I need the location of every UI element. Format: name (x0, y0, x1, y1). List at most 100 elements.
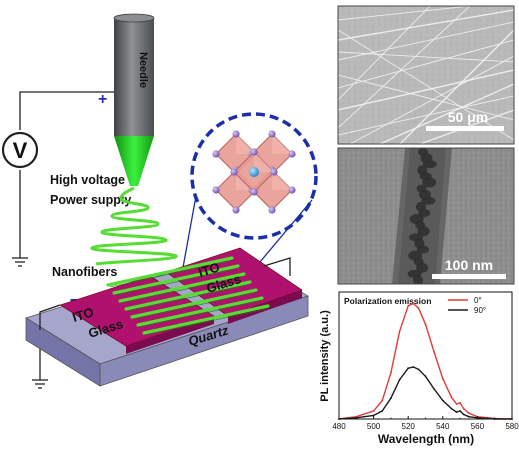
data-point (441, 377, 444, 380)
y-axis-label: PL intensity (a.u.) (319, 310, 331, 402)
data-point (407, 367, 410, 370)
chart-series (338, 302, 513, 420)
data-point (372, 410, 375, 412)
data-point (390, 397, 392, 400)
data-point (459, 401, 461, 404)
data-point (381, 399, 384, 402)
sem-fiber-line (338, 39, 514, 89)
data-point (398, 378, 401, 381)
tem-nanocrystal (417, 226, 430, 237)
sem-fiber-line (338, 9, 514, 41)
aligned-nanofibers (106, 256, 270, 335)
tem-nanocrystal (416, 262, 429, 273)
tem-nanocrystal (413, 275, 423, 284)
center-cation-atom (249, 167, 259, 177)
data-point (467, 412, 470, 415)
data-point (372, 414, 375, 417)
halide-atom (232, 206, 240, 214)
data-point (462, 413, 465, 416)
tem-scale-label: 100 nm (445, 257, 493, 273)
needle-tip (114, 136, 154, 186)
perovskite-crystal (212, 130, 296, 214)
data-point (424, 375, 427, 378)
tem-nanocrystal (422, 160, 437, 169)
legend-label: 90° (474, 306, 486, 315)
data-point (450, 396, 453, 398)
halide-atom (268, 206, 276, 214)
data-point (407, 305, 410, 307)
sem-fiber-line (379, 83, 514, 144)
polarity-plus-sign: + (98, 91, 107, 108)
ground-symbol-bottom (32, 379, 48, 389)
data-point (412, 302, 415, 305)
voltmeter-symbol: V (13, 138, 28, 163)
data-point (433, 388, 435, 390)
data-point (424, 323, 427, 326)
quartz-side-face (25, 317, 101, 387)
ito-left-label-line1: ITO (70, 304, 95, 325)
chart-title: Polarization emission (344, 296, 431, 306)
x-axis-label: Wavelength (nm) (378, 432, 474, 446)
tem-nanocrystal (418, 208, 431, 217)
tem-nanocrystals (407, 148, 437, 284)
sem-fiber-line (338, 6, 431, 101)
needle-label: Needle (137, 52, 149, 88)
halide-atom (212, 186, 220, 194)
halide-atom (270, 168, 278, 176)
fiber-jet-spiral (90, 186, 178, 266)
data-point (417, 307, 420, 310)
sem-fiber-line (338, 95, 514, 136)
tem-nanocrystal (416, 245, 429, 254)
ito-right-label-line1: ITO (196, 259, 221, 280)
device: ITO Glass ITO Glass Quartz (25, 247, 309, 387)
sem-fiber-line (338, 51, 514, 63)
data-point (417, 368, 420, 371)
x-tick-label: 480 (332, 422, 346, 431)
halide-atom (250, 188, 258, 196)
data-point (462, 407, 465, 410)
sem-fibers (338, 6, 514, 144)
data-point (459, 410, 461, 412)
electrospinning-schematic: V High voltage Power supply Needle + (1, 13, 318, 389)
halide-atom (232, 130, 240, 138)
halide-atom (212, 150, 220, 158)
chart-legend: 0°90° (448, 296, 486, 315)
data-point (455, 403, 458, 405)
tem-nanocrystal (422, 177, 437, 188)
legend-label: 0° (474, 296, 482, 305)
tem-micrograph: 100 nm (337, 147, 515, 285)
series-line-90deg (338, 366, 512, 420)
sem-scale-bar (426, 126, 504, 131)
x-tick-label: 580 (505, 422, 519, 431)
ground-symbol-top (12, 257, 28, 267)
sem-scale-label: 50 μm (448, 109, 488, 125)
halide-atom (268, 130, 276, 138)
sem-fiber-line (338, 29, 514, 141)
nanofibers-label: Nanofibers (52, 265, 117, 279)
data-point (381, 410, 384, 412)
sem-micrograph: 50 μm (337, 5, 515, 145)
x-tick-label: 520 (402, 422, 416, 431)
sem-fiber-line (399, 29, 514, 144)
data-point (390, 371, 392, 374)
data-point (455, 411, 458, 413)
halide-atom (288, 186, 296, 194)
x-tick-label: 500 (367, 422, 381, 431)
power-supply-label-line2: Power supply (50, 193, 131, 207)
needle: Needle (113, 13, 155, 186)
power-supply-label-line1: High voltage (50, 173, 125, 187)
data-point (450, 407, 453, 410)
voltmeter-icon: V (1, 131, 39, 169)
halide-atom (250, 148, 258, 156)
tem-nanocrystal (421, 196, 436, 205)
series-line-0deg (338, 302, 513, 420)
ito-electrode-left-edge (126, 316, 214, 354)
sem-fiber-line (338, 6, 471, 129)
sem-fiber-line (338, 6, 471, 21)
x-tick-label: 540 (436, 422, 450, 431)
sem-fiber-line (349, 55, 514, 144)
